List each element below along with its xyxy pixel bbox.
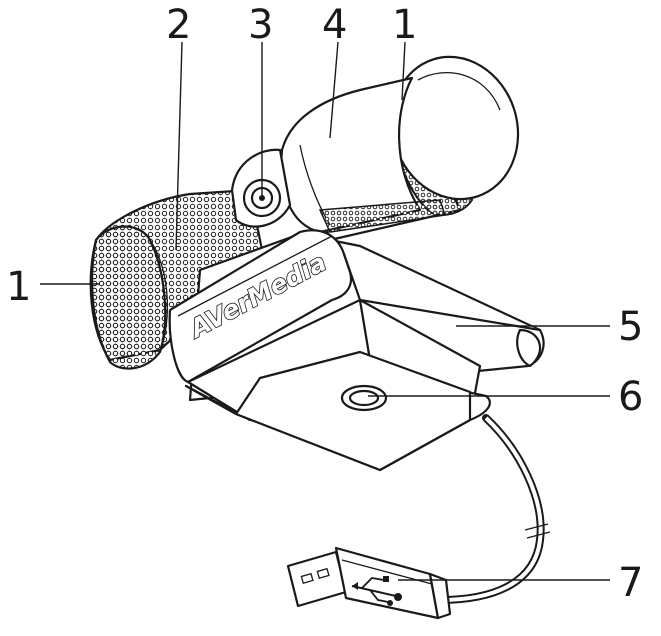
tripod-hole	[340, 384, 388, 412]
callout-1-left: 1	[6, 264, 31, 310]
lens	[230, 148, 292, 228]
left-microphone	[89, 188, 272, 370]
usb-plug	[286, 546, 452, 620]
callout-labels: 1 2 3 4 1 5 6 7	[6, 2, 643, 606]
callout-7: 7	[618, 560, 643, 606]
callout-1-right: 1	[392, 2, 417, 48]
leader-lines	[40, 41, 610, 581]
usb-cable	[436, 414, 551, 604]
usb-symbol-icon	[351, 576, 402, 606]
callout-6: 6	[618, 374, 643, 420]
camera-head	[280, 76, 446, 234]
callout-2: 2	[166, 2, 191, 48]
callout-3: 3	[248, 2, 273, 48]
clip-base: AVerMedia	[168, 229, 545, 472]
callout-4: 4	[322, 2, 347, 48]
callout-5: 5	[618, 304, 643, 350]
